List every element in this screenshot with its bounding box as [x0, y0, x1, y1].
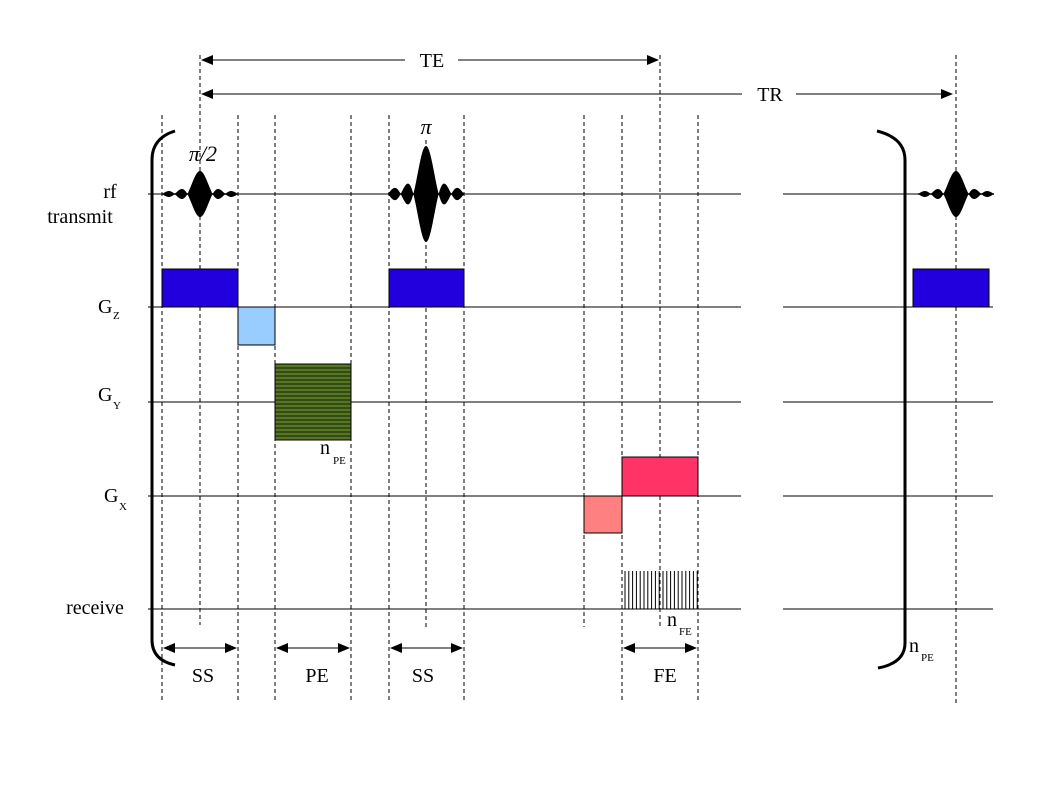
transmit-label: transmit [47, 206, 113, 228]
svg-text:PE: PE [921, 652, 934, 664]
timing-guides [161, 55, 957, 703]
repeat-bracket-right [876, 129, 907, 670]
next-excitation-rf-pulse [918, 171, 994, 217]
svg-text:Y: Y [113, 400, 121, 412]
svg-text:n: n [909, 635, 919, 657]
receive-samples [624, 571, 698, 609]
te-arrow: TE [201, 50, 659, 72]
svg-text:G: G [104, 485, 118, 507]
svg-text:X: X [119, 501, 127, 513]
slice-select-gradient-1 [161, 268, 239, 308]
te-label: TE [420, 50, 444, 72]
tr-label: TR [757, 84, 783, 106]
rf-label: rf [103, 181, 117, 203]
tr-arrow: TR [201, 84, 953, 106]
svg-text:FE: FE [679, 626, 692, 638]
svg-text:G: G [98, 296, 112, 318]
phase-encode-gradient [274, 363, 352, 441]
fe-segment: FE [623, 643, 697, 687]
svg-text:FE: FE [653, 665, 676, 687]
n-pe-annotation: nPE [320, 437, 346, 467]
svg-text:PE: PE [333, 455, 346, 467]
readout-prephase-gradient [583, 495, 623, 534]
svg-text:PE: PE [305, 665, 328, 687]
ss-segment-1: SS [163, 643, 237, 687]
svg-text:Z: Z [113, 310, 120, 322]
excitation-rf-pulse [162, 171, 238, 217]
phase-encode-steps [275, 367, 351, 437]
receive-label: receive [66, 597, 124, 619]
refocus-pulse-label: π [420, 114, 432, 139]
refocus-rf-pulse [388, 146, 464, 242]
readout-gradient [621, 456, 699, 497]
svg-text:n: n [667, 609, 677, 631]
svg-text:G: G [98, 384, 112, 406]
repeat-bracket-left [150, 129, 176, 667]
excitation-pulse-label: π/2 [189, 141, 217, 166]
svg-text:SS: SS [192, 665, 214, 687]
slice-rephase-gradient [237, 306, 276, 346]
slice-select-gradient-next [912, 268, 990, 308]
pe-segment: PE [276, 643, 350, 687]
n-fe-annotation: nFE [667, 609, 692, 638]
ss-segment-2: SS [390, 643, 463, 687]
n-pe-repeat-annotation: nPE [909, 635, 934, 664]
svg-text:n: n [320, 437, 330, 459]
slice-select-gradient-2 [388, 268, 465, 308]
svg-text:SS: SS [412, 665, 434, 687]
